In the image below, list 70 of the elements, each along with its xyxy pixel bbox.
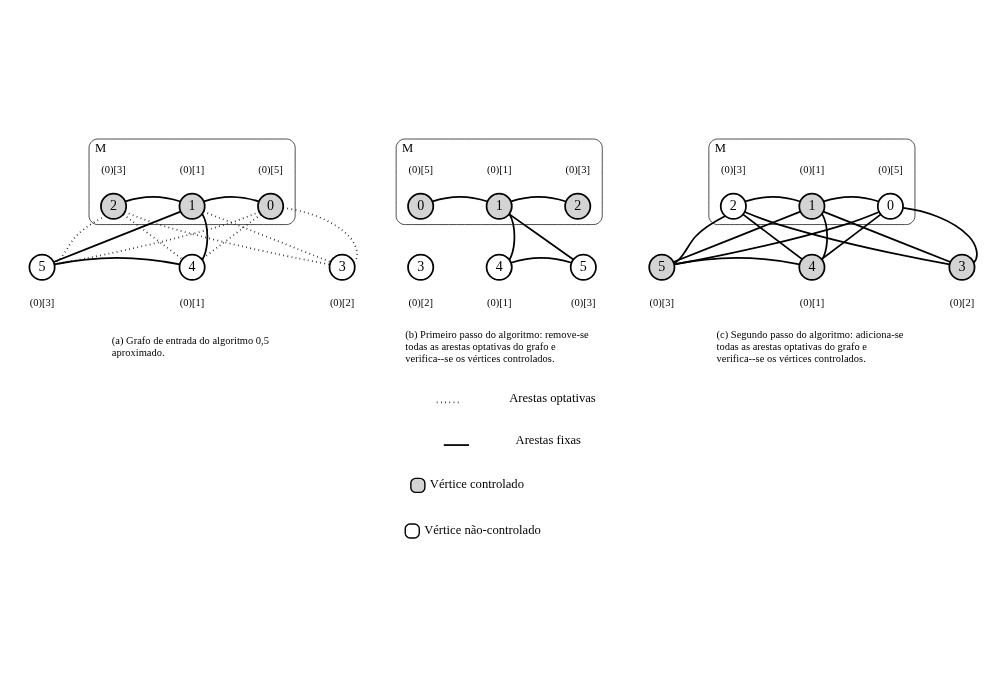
connector	[672, 215, 726, 265]
node-circle: 1	[797, 192, 825, 220]
node-label: (0)[1]	[179, 163, 204, 175]
node-label: (0)[5]	[407, 163, 433, 175]
node-label: (0)[1]	[486, 296, 511, 308]
node-circle: 1	[485, 192, 513, 220]
legend-label: Vértice controlado	[429, 477, 524, 492]
connector	[53, 211, 260, 266]
node-label: (0)[3]	[564, 163, 590, 175]
label: (c) Segundo passo do algoritmo: adiciona-se todas as arestas optativas do grafo e verifica--se os vértices controlados.	[716, 329, 903, 364]
connector	[200, 213, 208, 261]
connector	[672, 210, 801, 263]
legend-label: Arestas fixas	[515, 433, 581, 448]
node-circle: 2	[99, 192, 127, 220]
label: (a) Grafo de entrada do algoritmo 0,5 aproximado.	[111, 335, 269, 359]
node-label: (0)[3]	[649, 296, 674, 308]
node-label: (0)[1]	[486, 163, 511, 175]
connector	[123, 211, 331, 266]
connector	[202, 196, 260, 203]
connector	[509, 196, 567, 203]
node-circle: 3	[406, 253, 434, 281]
node-label: (0)[2]	[949, 296, 974, 308]
connector	[509, 257, 572, 264]
node-circle: 1	[178, 192, 206, 220]
connector	[822, 210, 951, 263]
node-label: (0)[5]	[877, 163, 903, 175]
legend-label: Arestas optativas	[508, 390, 596, 405]
node-circle: 0	[406, 192, 434, 220]
connector	[507, 213, 574, 261]
node-circle: 0	[876, 192, 904, 220]
node-circle: 0	[256, 192, 284, 220]
node-circle: 5	[569, 253, 597, 281]
node-label: (0)[1]	[799, 163, 824, 175]
node-circle: 5	[647, 253, 675, 281]
node-circle: 2	[563, 192, 591, 220]
connector	[200, 213, 262, 260]
node-circle: 5	[28, 253, 56, 281]
connector	[672, 211, 880, 266]
node-circle: 4	[485, 253, 513, 281]
connector	[743, 196, 801, 203]
connector	[820, 213, 881, 260]
connector	[431, 196, 488, 203]
node-label: (0)[3]	[570, 296, 596, 308]
node-label: (0)[2]	[329, 296, 354, 308]
node-circle: 3	[947, 253, 975, 281]
node-label: (0)[3]	[29, 296, 54, 308]
node-circle: 4	[178, 253, 206, 281]
connector	[507, 213, 515, 261]
legend-label: Vértice não-controlado	[423, 523, 541, 538]
node-label: (0)[1]	[799, 296, 824, 308]
connector	[822, 196, 880, 203]
connector	[741, 213, 803, 260]
node-label: (0)[3]	[720, 163, 746, 175]
connector	[282, 207, 358, 264]
node-label: (0)[1]	[179, 296, 204, 308]
node-circle: 3	[328, 253, 356, 281]
node-circle: 2	[719, 192, 747, 220]
connector	[52, 210, 181, 263]
connector	[53, 257, 181, 266]
node-label: (0)[5]	[257, 163, 283, 175]
connector	[743, 211, 950, 266]
node-label: (0)[3]	[100, 163, 126, 175]
connector	[122, 213, 183, 260]
connector	[820, 213, 828, 261]
node-label: (0)[2]	[407, 296, 433, 308]
connector	[901, 207, 978, 264]
node-circle: 4	[797, 253, 825, 281]
connector	[124, 196, 181, 203]
connector	[672, 257, 800, 266]
label: (b) Primeiro passo do algoritmo: remove-se todas as arestas optativas do grafo e verifica--se os vértices controlados.	[404, 329, 589, 364]
